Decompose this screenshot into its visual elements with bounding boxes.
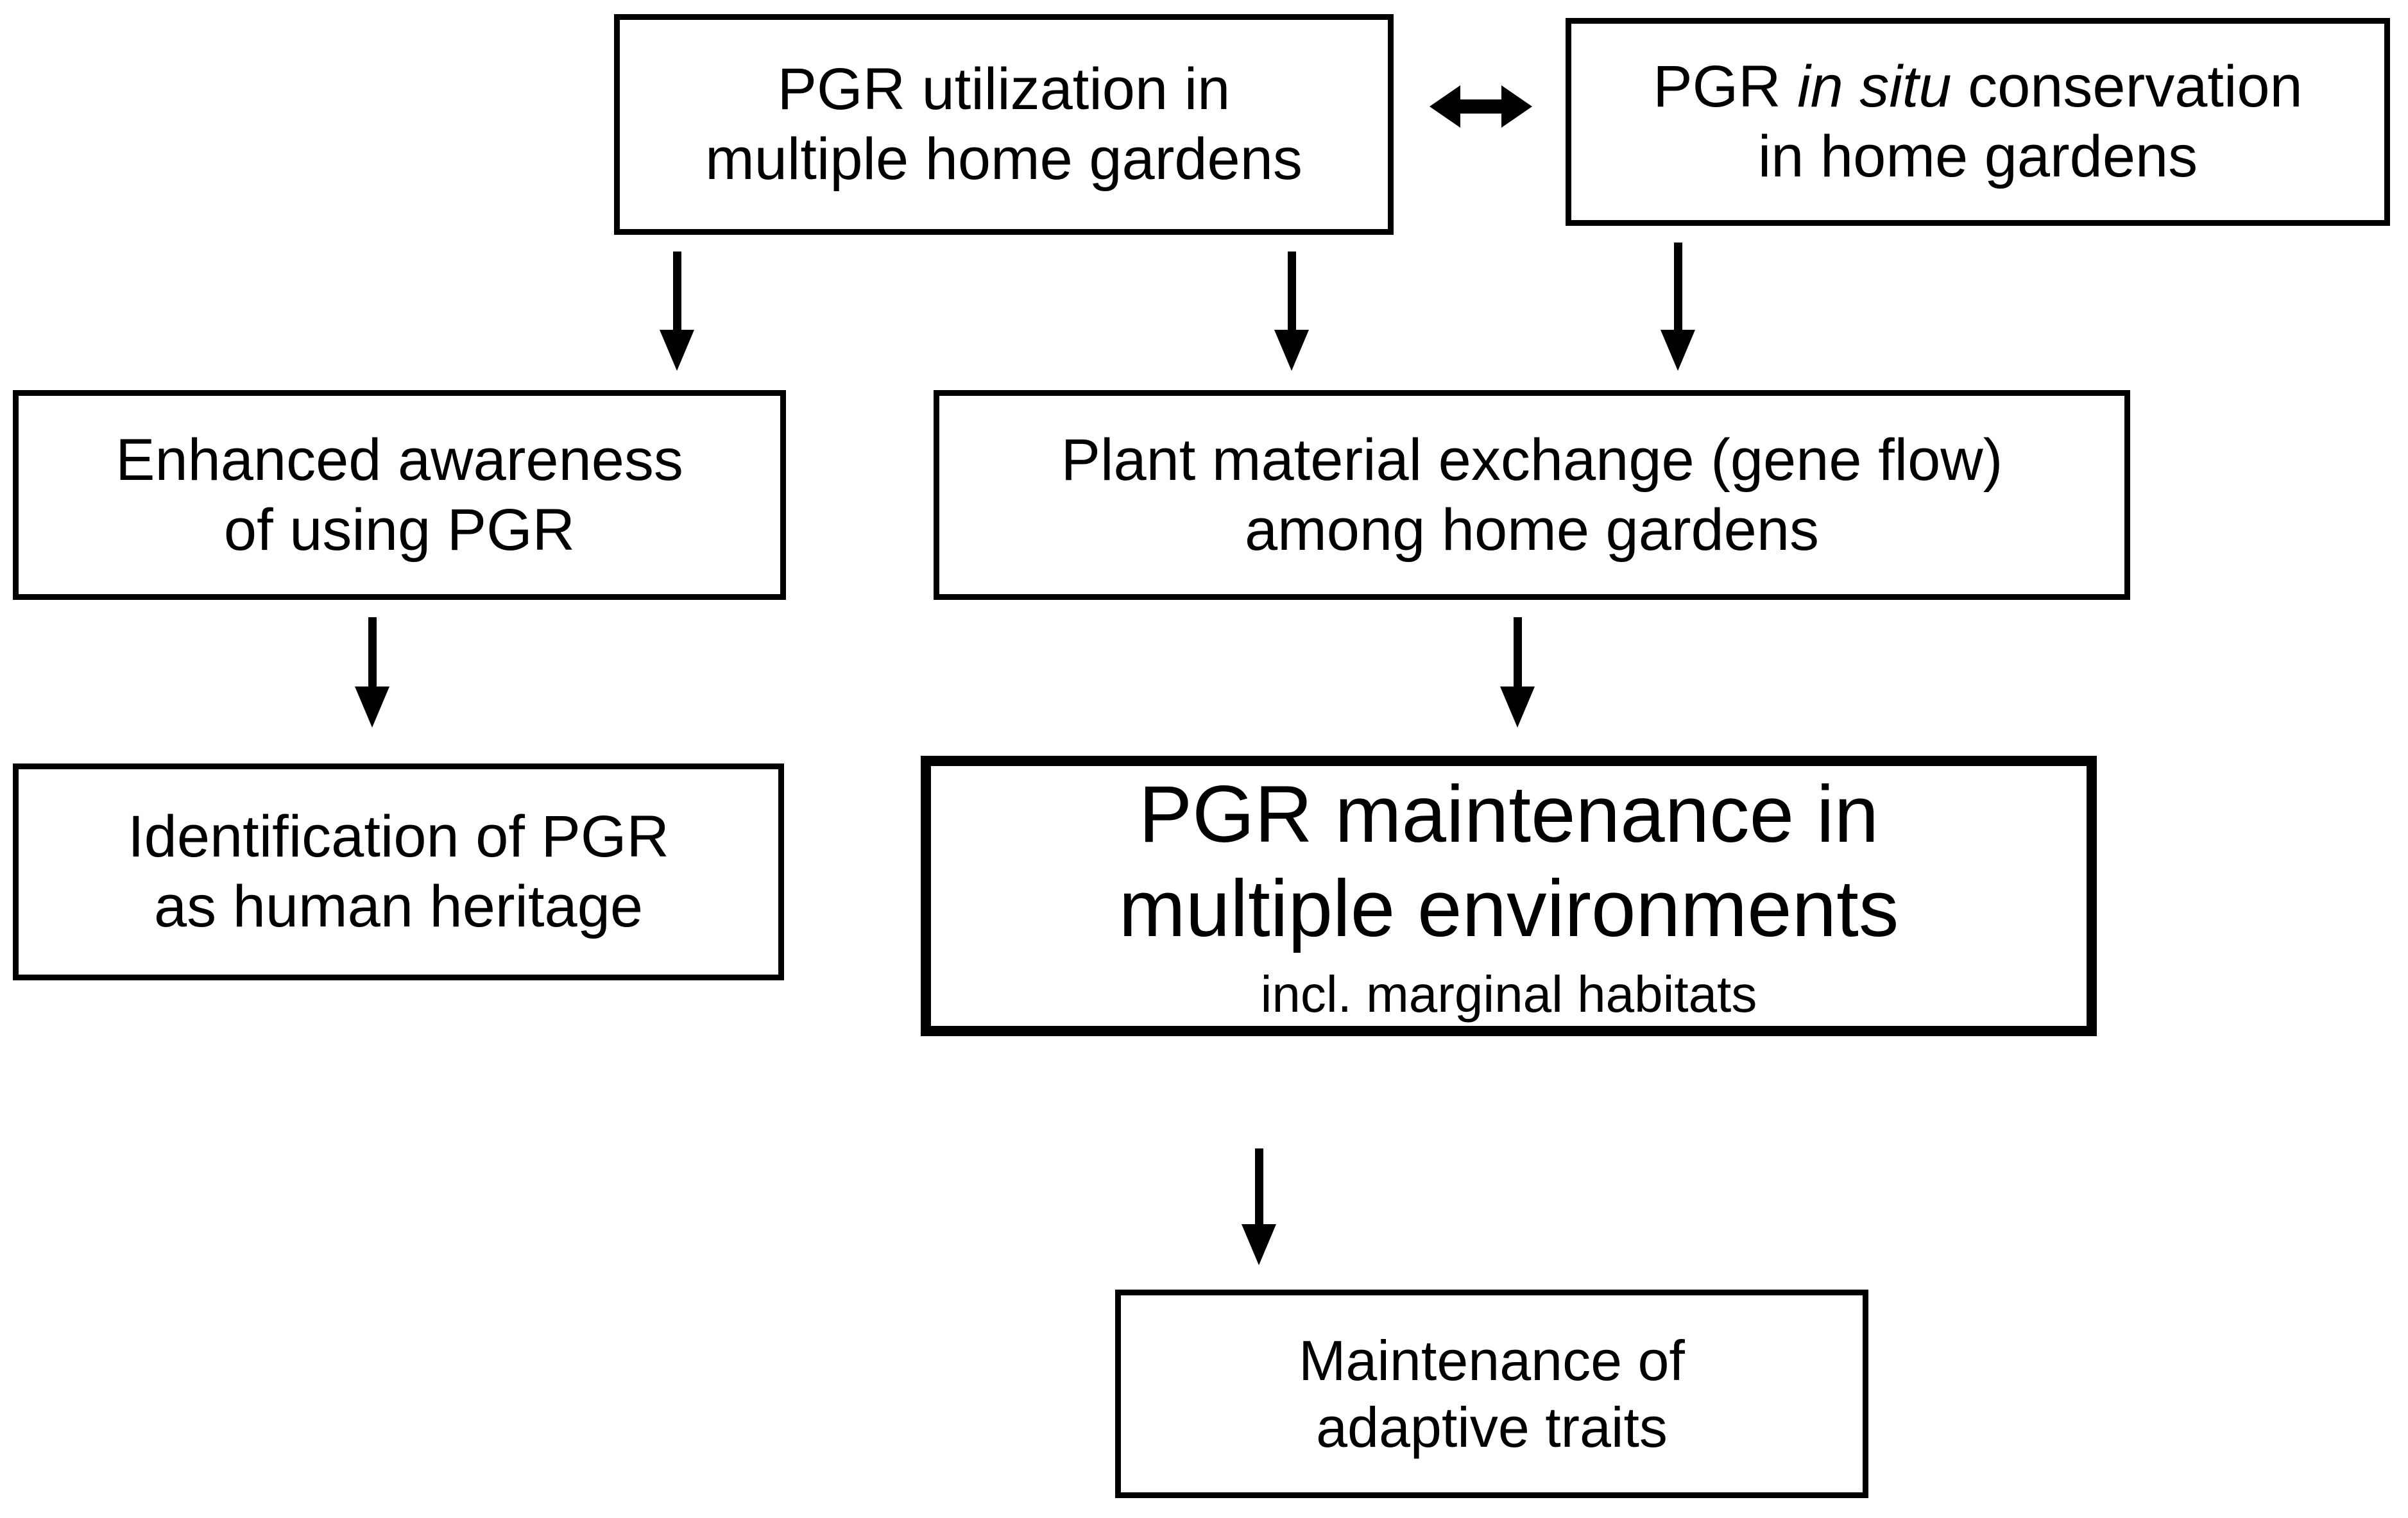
node-adaptive-traits-line1: Maintenance of xyxy=(1299,1328,1685,1392)
node-adaptive-traits[interactable]: Maintenance of adaptive traits xyxy=(1115,1290,1868,1498)
arrow-shaft xyxy=(1674,243,1682,331)
arrow-shaft xyxy=(1514,617,1522,688)
node-pgr-insitu-line1-italic: in situ xyxy=(1797,54,1952,120)
node-pgr-insitu-line1-pre: PGR xyxy=(1653,54,1798,120)
node-pgr-maintenance-line1: PGR maintenance in xyxy=(1138,769,1879,859)
node-pgr-maintenance-subtitle: incl. marginal habitats xyxy=(1260,965,1757,1023)
node-pgr-utilization[interactable]: PGR utilization in multiple home gardens xyxy=(614,14,1394,235)
arrow-shaft xyxy=(673,252,681,331)
node-adaptive-traits-line2: adaptive traits xyxy=(1316,1395,1668,1459)
node-pgr-insitu-conservation[interactable]: PGR in situ conservation in home gardens xyxy=(1566,18,2390,226)
arrow-head-down-icon xyxy=(1500,687,1535,728)
arrow-head-down-icon xyxy=(1661,330,1695,371)
node-pgr-utilization-line2: multiple home gardens xyxy=(705,126,1302,192)
node-pgr-utilization-line1: PGR utilization in xyxy=(777,56,1231,123)
node-pgr-maintenance[interactable]: PGR maintenance in multiple environments… xyxy=(921,756,2097,1036)
arrow-head-down-icon xyxy=(355,687,389,728)
node-identification-heritage-line1: Identification of PGR xyxy=(128,804,669,870)
node-pgr-insitu-line1: PGR in situ conservation xyxy=(1653,52,2302,122)
node-plant-material-exchange-line2: among home gardens xyxy=(1244,497,1820,563)
node-pgr-insitu-line1-post: conservation xyxy=(1951,54,2303,120)
arrow-head-down-icon xyxy=(1274,330,1309,371)
arrow-shaft xyxy=(368,617,377,688)
node-pgr-maintenance-line2: multiple environments xyxy=(1118,864,1899,954)
node-identification-heritage-line2: as human heritage xyxy=(153,874,644,939)
arrow-head-down-icon xyxy=(660,330,694,371)
node-enhanced-awareness[interactable]: Enhanced awareness of using PGR xyxy=(13,390,786,600)
arrow-head-right-icon xyxy=(1501,85,1532,128)
node-plant-material-exchange-line1: Plant material exchange (gene flow) xyxy=(1061,427,2003,493)
arrow-shaft xyxy=(1255,1148,1263,1225)
node-enhanced-awareness-line1: Enhanced awareness xyxy=(115,427,683,493)
arrow-shaft xyxy=(1288,252,1296,331)
arrow-shaft xyxy=(1453,99,1509,114)
node-enhanced-awareness-line2: of using PGR xyxy=(223,497,576,563)
node-plant-material-exchange[interactable]: Plant material exchange (gene flow) amon… xyxy=(934,390,2130,600)
node-pgr-insitu-line2: in home gardens xyxy=(1757,124,2198,189)
node-identification-heritage[interactable]: Identification of PGR as human heritage xyxy=(13,763,784,980)
arrow-head-down-icon xyxy=(1242,1224,1276,1265)
